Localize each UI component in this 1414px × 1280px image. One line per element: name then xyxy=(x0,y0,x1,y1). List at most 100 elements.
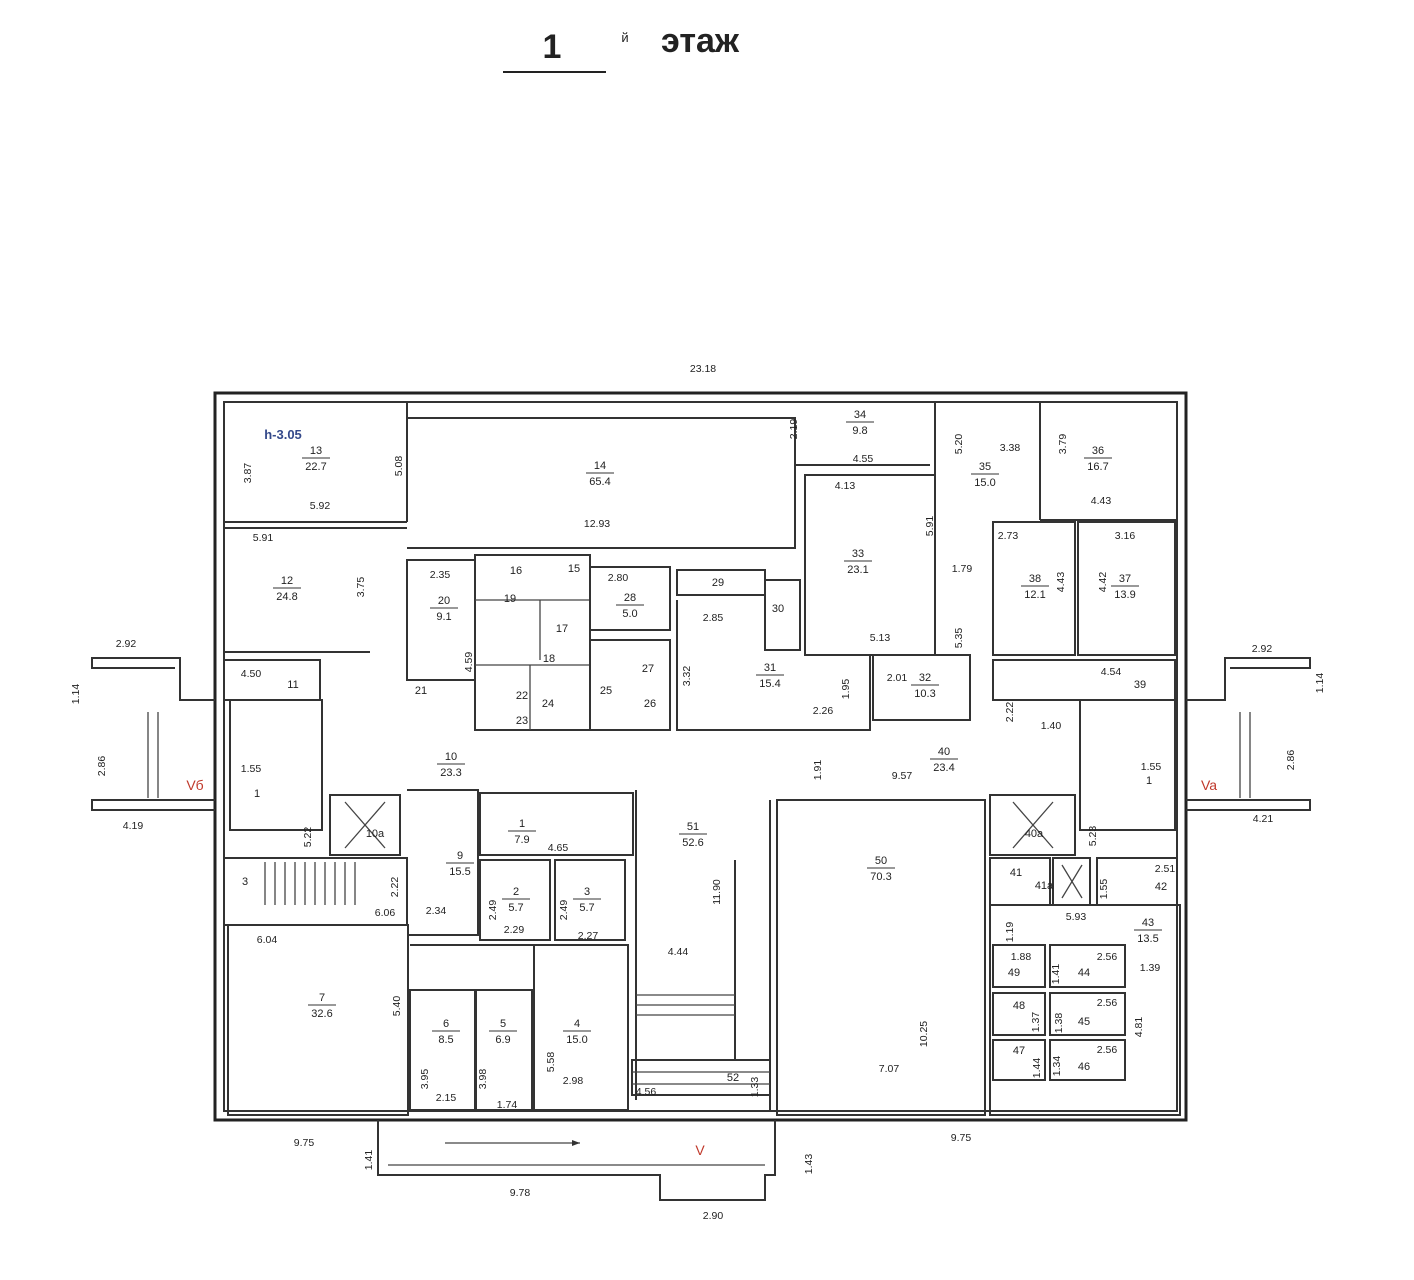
dimension-label: 5.20 xyxy=(953,434,965,455)
dimension-label: 2.98 xyxy=(563,1075,584,1087)
dimension-label: 2.86 xyxy=(1285,750,1297,771)
dimension-label: 5.35 xyxy=(953,628,965,649)
dimension-label: 2.73 xyxy=(998,530,1019,542)
floor-suffix: й xyxy=(621,30,628,45)
dimension-label: 1.41 xyxy=(363,1150,375,1171)
dimension-label: 2.85 xyxy=(703,612,724,624)
dimension-label: 2.80 xyxy=(608,572,629,584)
dimension-label: 11.90 xyxy=(711,879,723,905)
room-number: 2 xyxy=(513,886,519,898)
dimension-label: 5.40 xyxy=(391,996,403,1017)
dimension-label: 5.91 xyxy=(924,516,936,537)
room-label: 10а xyxy=(366,828,385,840)
room-area: 13.9 xyxy=(1114,589,1135,601)
room-area: 13.5 xyxy=(1137,933,1158,945)
dimension-label: 3.16 xyxy=(1115,530,1136,542)
room-area: 52.6 xyxy=(682,837,703,849)
room-number: 36 xyxy=(1092,445,1104,457)
dimension-label: 4.21 xyxy=(1253,813,1274,825)
room-label: 16 xyxy=(510,565,522,577)
entrance-marker: V xyxy=(695,1142,705,1158)
elevator-40a xyxy=(989,794,1076,856)
right-porch xyxy=(1186,657,1311,701)
room-area: 24.8 xyxy=(276,591,297,603)
room-area: 70.3 xyxy=(870,871,891,883)
dimension-label: 1.55 xyxy=(241,763,262,775)
inner-wall-line xyxy=(223,401,1178,1112)
floor-number: 1 xyxy=(543,28,562,66)
dimension-label: 1.41 xyxy=(1050,964,1062,985)
room-area: 23.3 xyxy=(440,767,461,779)
dimension-label: 4.54 xyxy=(1101,666,1122,678)
dimension-label: 12.93 xyxy=(584,518,610,530)
dimension-label: 4.44 xyxy=(668,946,689,958)
dimension-label: 7.07 xyxy=(879,1063,900,1075)
room-number: 9 xyxy=(457,850,463,862)
dimension-label: 1.95 xyxy=(840,679,852,700)
room-label: 45 xyxy=(1078,1016,1090,1028)
dimension-label: 2.22 xyxy=(389,877,401,898)
room-area: 9.8 xyxy=(852,425,867,437)
left-porch xyxy=(91,657,215,701)
room-area: 15.5 xyxy=(449,866,470,878)
dimension-label: 2.49 xyxy=(558,900,570,921)
dimension-label: 1.37 xyxy=(1030,1012,1042,1033)
dimension-label: 1.79 xyxy=(952,563,973,575)
dimension-label: 1.55 xyxy=(1098,879,1110,900)
dimension-label: 2.34 xyxy=(426,905,447,917)
room-label: 25 xyxy=(600,685,612,697)
dimension-label: 1.19 xyxy=(1004,922,1016,943)
outer-wall xyxy=(213,391,1188,1122)
room-number: 32 xyxy=(919,672,931,684)
dimension-label: 4.56 xyxy=(636,1086,657,1098)
dimension-label: 1.88 xyxy=(1011,951,1032,963)
dimension-label: 5.08 xyxy=(393,456,405,477)
room-label: 46 xyxy=(1078,1061,1090,1073)
room-area: 15.0 xyxy=(974,477,995,489)
dimension-label: 2.86 xyxy=(96,756,108,777)
dimension-label: 9.75 xyxy=(951,1132,972,1144)
room-number: 12 xyxy=(281,575,293,587)
room-number: 20 xyxy=(438,595,450,607)
room-label: 48 xyxy=(1013,1000,1025,1012)
dimension-label: 4.43 xyxy=(1091,495,1112,507)
dimension-label: 5.91 xyxy=(253,532,274,544)
dimension-label: 2.29 xyxy=(504,924,525,936)
room-area: 65.4 xyxy=(589,476,610,488)
room-number: 7 xyxy=(319,992,325,1004)
room-label: 29 xyxy=(712,577,724,589)
dimension-label: 9.75 xyxy=(294,1137,315,1149)
room-number: 51 xyxy=(687,821,699,833)
room-label: 41 xyxy=(1010,867,1022,879)
dimension-label: 1.14 xyxy=(1314,673,1326,694)
dimension-label: 2.35 xyxy=(430,569,451,581)
dimension-label: 4.43 xyxy=(1055,572,1067,593)
main-entrance xyxy=(377,1120,776,1201)
ceiling-height: h-3.05 xyxy=(264,427,302,442)
dimension-label: 5.22 xyxy=(302,827,314,848)
dimension-label: 2.22 xyxy=(1004,702,1016,723)
room-label: 26 xyxy=(644,698,656,710)
dimension-label: 4.65 xyxy=(548,842,569,854)
dimension-label: 2.19 xyxy=(788,419,800,440)
dimension-label: 2.56 xyxy=(1097,951,1118,963)
dimension-label: 2.27 xyxy=(578,930,599,942)
entrance-marker: Va xyxy=(1201,777,1217,793)
dimension-label: 4.50 xyxy=(241,668,262,680)
dimension-label: 2.49 xyxy=(487,900,499,921)
dimension-label: 4.55 xyxy=(853,453,874,465)
dimension-label: 2.56 xyxy=(1097,997,1118,1009)
room-area: 5.7 xyxy=(579,902,594,914)
dimension-label: 2.26 xyxy=(813,705,834,717)
room-label: 11 xyxy=(287,679,298,691)
floor-word: этаж xyxy=(661,22,740,60)
room-area: 8.5 xyxy=(438,1034,453,1046)
dimension-label: 2.56 xyxy=(1097,1044,1118,1056)
room-number: 31 xyxy=(764,662,776,674)
room-label: 47 xyxy=(1013,1045,1025,1057)
dimension-label: 5.23 xyxy=(1087,826,1099,847)
dimension-label: 1.33 xyxy=(749,1077,761,1098)
room-label: 27 xyxy=(642,663,654,675)
room-number: 14 xyxy=(594,460,606,472)
